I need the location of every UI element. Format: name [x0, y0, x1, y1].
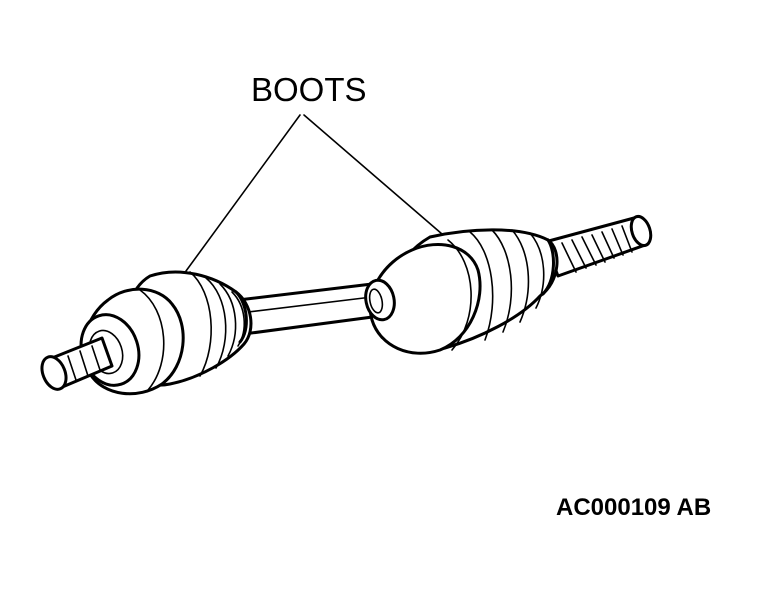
outer-joint-boot: [364, 228, 559, 355]
figure-code: AC000109 AB: [556, 494, 711, 521]
leader-line-left-boot: [185, 114, 301, 272]
outer-stub-shaft: [543, 214, 653, 278]
inner-stub-shaft: [40, 336, 114, 391]
inner-joint-boot: [79, 270, 253, 396]
boots-label: BOOTS: [251, 71, 367, 108]
leader-line-right-boot: [303, 114, 443, 235]
boots-leader-lines: [185, 114, 443, 272]
center-shaft: [236, 282, 382, 336]
